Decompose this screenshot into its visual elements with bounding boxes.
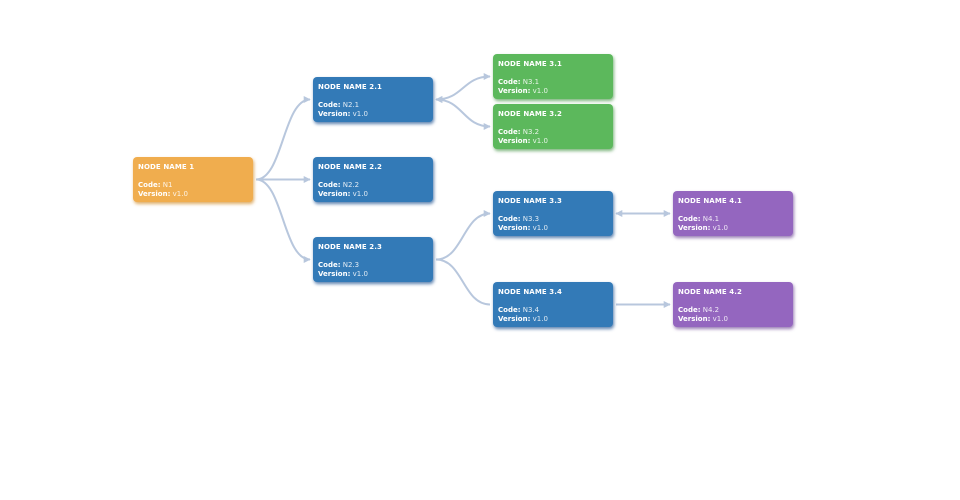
node-title: NODE NAME 4.2 [678, 288, 742, 296]
node-3-2[interactable]: NODE NAME 3.2 Code: N3.2 Version: v1.0 [493, 104, 613, 149]
code-value: N4.1 [702, 215, 720, 223]
node-title: NODE NAME 3.1 [498, 60, 562, 68]
code-value: N4.2 [702, 306, 720, 314]
edge-n21-n31 [435, 73, 491, 103]
version-value: v1.0 [352, 270, 368, 278]
code-label: Code: [498, 306, 521, 314]
code-value: N3.1 [522, 78, 540, 86]
edge-n21-n32 [435, 96, 491, 130]
node-title: NODE NAME 2.1 [318, 83, 382, 91]
version-label: Version: [318, 270, 351, 278]
version-label: Version: [138, 190, 171, 198]
code-label: Code: [498, 78, 521, 86]
code-value: N1 [162, 181, 173, 189]
node-4-2[interactable]: NODE NAME 4.2 Code: N4.2 Version: v1.0 [673, 282, 793, 327]
version-label: Version: [498, 137, 531, 145]
code-label: Code: [318, 101, 341, 109]
node-4-1[interactable]: NODE NAME 4.1 Code: N4.1 Version: v1.0 [673, 191, 793, 236]
code-value: N2.1 [342, 101, 360, 109]
version-value: v1.0 [532, 224, 548, 232]
code-label: Code: [678, 215, 701, 223]
version-value: v1.0 [352, 190, 368, 198]
node-2-3[interactable]: NODE NAME 2.3 Code: N2.3 Version: v1.0 [313, 237, 433, 282]
node-1[interactable]: NODE NAME 1 Code: N1 Version: v1.0 [133, 157, 253, 202]
edge-n1-n23 [255, 178, 311, 263]
version-value: v1.0 [172, 190, 188, 198]
edge-n1-n21 [255, 96, 311, 181]
code-value: N3.2 [522, 128, 540, 136]
edge-n23-n33 [435, 210, 491, 261]
node-title: NODE NAME 2.2 [318, 163, 382, 171]
node-3-3[interactable]: NODE NAME 3.3 Code: N3.3 Version: v1.0 [493, 191, 613, 236]
code-label: Code: [138, 181, 161, 189]
code-label: Code: [498, 215, 521, 223]
node-2-2[interactable]: NODE NAME 2.2 Code: N2.2 Version: v1.0 [313, 157, 433, 202]
code-value: N3.3 [522, 215, 540, 223]
code-label: Code: [318, 181, 341, 189]
version-label: Version: [318, 110, 351, 118]
code-label: Code: [678, 306, 701, 314]
edge-n23-n34 [435, 258, 491, 306]
version-value: v1.0 [352, 110, 368, 118]
node-3-1[interactable]: NODE NAME 3.1 Code: N3.1 Version: v1.0 [493, 54, 613, 99]
version-value: v1.0 [532, 87, 548, 95]
version-label: Version: [678, 315, 711, 323]
node-2-1[interactable]: NODE NAME 2.1 Code: N2.1 Version: v1.0 [313, 77, 433, 122]
code-label: Code: [318, 261, 341, 269]
version-value: v1.0 [532, 137, 548, 145]
node-title: NODE NAME 4.1 [678, 197, 742, 205]
node-3-4[interactable]: NODE NAME 3.4 Code: N3.4 Version: v1.0 [493, 282, 613, 327]
node-title: NODE NAME 2.3 [318, 243, 382, 251]
code-value: N3.4 [522, 306, 540, 314]
code-value: N2.3 [342, 261, 360, 269]
node-title: NODE NAME 3.2 [498, 110, 562, 118]
version-label: Version: [498, 315, 531, 323]
version-label: Version: [498, 87, 531, 95]
node-title: NODE NAME 3.4 [498, 288, 562, 296]
node-title: NODE NAME 1 [138, 163, 195, 171]
node-title: NODE NAME 3.3 [498, 197, 562, 205]
code-value: N2.2 [342, 181, 360, 189]
code-label: Code: [498, 128, 521, 136]
version-label: Version: [318, 190, 351, 198]
version-value: v1.0 [712, 315, 728, 323]
version-value: v1.0 [712, 224, 728, 232]
version-label: Version: [498, 224, 531, 232]
version-value: v1.0 [532, 315, 548, 323]
version-label: Version: [678, 224, 711, 232]
